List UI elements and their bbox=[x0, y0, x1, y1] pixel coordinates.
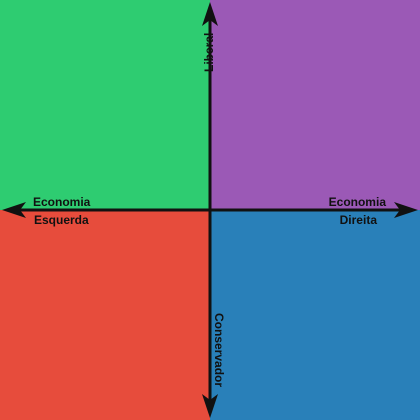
arrow-up-icon bbox=[202, 2, 218, 26]
label-conservador: Conservador bbox=[212, 313, 226, 388]
label-liberal: Liberal bbox=[202, 32, 216, 72]
quadrant-top-left bbox=[0, 0, 210, 210]
label-direita: Direita bbox=[339, 213, 377, 227]
quadrant-bottom-left bbox=[0, 210, 210, 420]
label-economia-right: Economia bbox=[328, 195, 386, 209]
label-esquerda: Esquerda bbox=[34, 213, 89, 227]
quadrant-top-right bbox=[210, 0, 420, 210]
arrow-right-icon bbox=[394, 202, 418, 218]
quadrant-bottom-right bbox=[210, 210, 420, 420]
label-economia-left: Economia bbox=[33, 195, 91, 209]
arrow-left-icon bbox=[2, 202, 26, 218]
arrow-down-icon bbox=[202, 394, 218, 418]
